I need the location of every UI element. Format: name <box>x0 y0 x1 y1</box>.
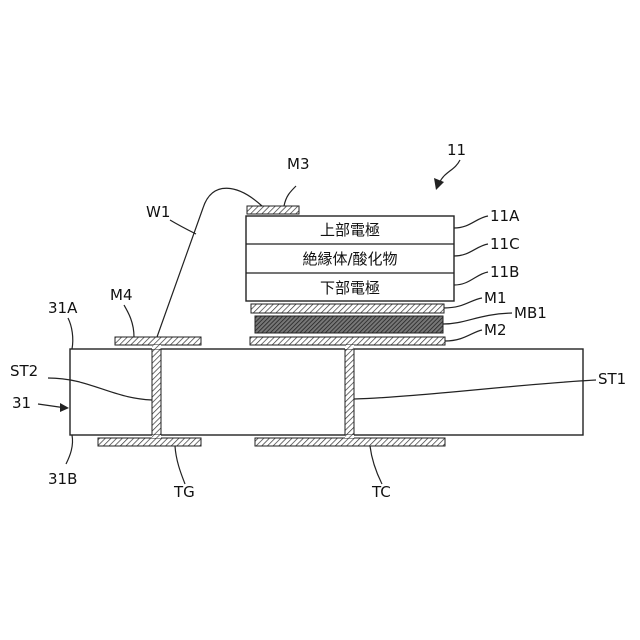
via-st1-bottom <box>345 435 354 438</box>
leader-M2 <box>445 330 482 341</box>
label-11A: 11A <box>490 207 520 225</box>
leader-31A <box>68 318 73 349</box>
leader-11B <box>454 272 488 285</box>
label-TC: TC <box>371 483 391 501</box>
pad-m3 <box>247 206 299 214</box>
label-M4: M4 <box>110 286 133 304</box>
lower-electrode-label: 下部電極 <box>320 279 380 297</box>
label-W1: W1 <box>146 203 170 221</box>
pad-tg <box>98 438 201 446</box>
leader-W1 <box>170 220 196 234</box>
leader-TG <box>175 446 185 484</box>
label-M1: M1 <box>484 289 507 307</box>
arrow-11-head <box>434 178 444 190</box>
via-st1-top <box>345 345 354 349</box>
label-11C: 11C <box>490 235 520 253</box>
label-31A: 31A <box>48 299 78 317</box>
via-st1 <box>345 349 354 435</box>
label-ST2: ST2 <box>10 362 38 380</box>
via-st2 <box>152 349 161 435</box>
arrow-31-head <box>60 403 69 412</box>
label-M3: M3 <box>287 155 310 173</box>
upper-electrode-label: 上部電極 <box>320 221 380 239</box>
via-st2-top <box>152 345 161 349</box>
leader-M4 <box>124 305 134 337</box>
label-11: 11 <box>447 141 466 159</box>
bond-mb1 <box>255 316 443 333</box>
leader-TC <box>370 446 382 484</box>
pad-tc <box>255 438 445 446</box>
substrate <box>70 349 583 435</box>
label-ST1: ST1 <box>598 370 626 388</box>
leader-11A <box>454 216 488 228</box>
label-31B: 31B <box>48 470 77 488</box>
label-TG: TG <box>173 483 195 501</box>
insulator-label: 絶縁体/酸化物 <box>302 250 397 268</box>
layer-m1 <box>251 304 444 313</box>
label-11B: 11B <box>490 263 519 281</box>
label-MB1: MB1 <box>514 304 547 322</box>
leader-M3 <box>284 186 296 206</box>
pad-m4 <box>115 337 201 345</box>
label-M2: M2 <box>484 321 507 339</box>
pad-m2 <box>250 337 445 345</box>
leader-31B <box>66 435 73 464</box>
label-31: 31 <box>12 394 31 412</box>
leader-11C <box>454 244 488 256</box>
via-st2-bottom <box>152 435 161 438</box>
